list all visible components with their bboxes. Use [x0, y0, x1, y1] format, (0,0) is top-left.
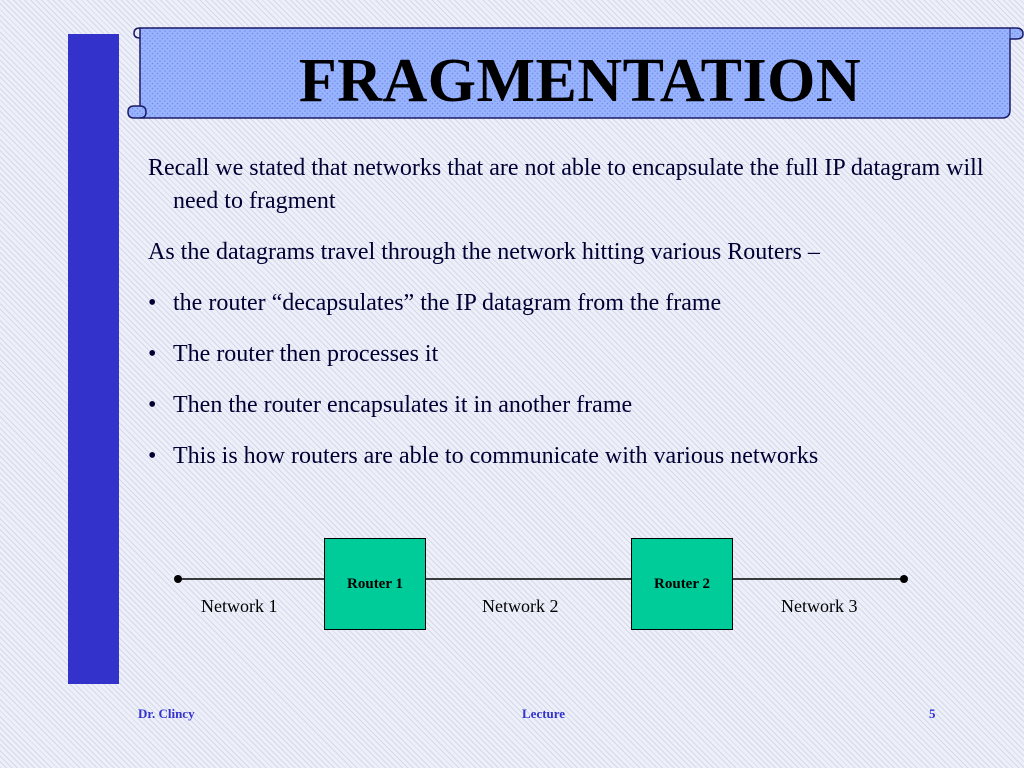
bullet-item: • the router “decapsulates” the IP datag… [148, 287, 998, 320]
bullet-glyph: • [148, 290, 157, 316]
network-endpoint-right [900, 575, 908, 583]
bullet-item: • This is how routers are able to commun… [148, 440, 998, 473]
router-1-box: Router 1 [324, 538, 426, 630]
network-endpoint-left [174, 575, 182, 583]
scroll-banner-shape [127, 27, 1024, 119]
title-banner [126, 22, 1024, 122]
network-1-label: Network 1 [201, 596, 278, 616]
slide-title: FRAGMENTATION [298, 47, 862, 115]
intro-paragraph: Recall we stated that networks that are … [148, 155, 984, 214]
slide-body: Recall we stated that networks that are … [148, 152, 998, 491]
bullet-text: the router “decapsulates” the IP datagra… [173, 290, 722, 316]
bullet-glyph: • [148, 341, 157, 367]
routers-paragraph: As the datagrams travel through the netw… [148, 239, 820, 265]
footer-author: Dr. Clincy [138, 706, 195, 721]
side-accent-bar [68, 34, 119, 684]
bullet-text: The router then processes it [173, 341, 439, 367]
bullet-item: • Then the router encapsulates it in ano… [148, 389, 998, 422]
network-2-label: Network 2 [482, 596, 559, 616]
bullet-item: • The router then processes it [148, 338, 998, 371]
bullet-glyph: • [148, 443, 157, 469]
bullet-glyph: • [148, 392, 157, 418]
footer-page-number: 5 [929, 706, 936, 721]
bullet-text: This is how routers are able to communic… [173, 443, 819, 469]
bullet-text: Then the router encapsulates it in anoth… [173, 392, 633, 418]
network-3-label: Network 3 [781, 596, 858, 616]
router-2-box: Router 2 [631, 538, 733, 630]
footer-center: Lecture [522, 706, 566, 721]
